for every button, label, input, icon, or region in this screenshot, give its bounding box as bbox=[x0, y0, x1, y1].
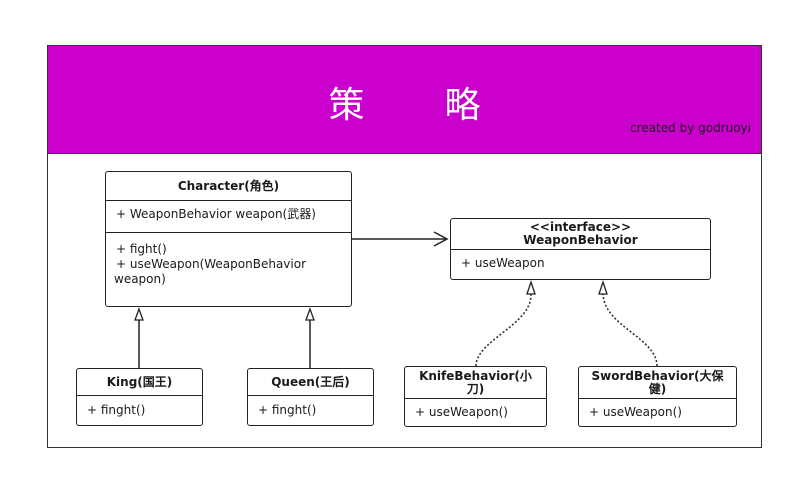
class-name-line-1: KnifeBehavior(小 bbox=[419, 368, 532, 383]
methods-section: + fight() + useWeapon(WeaponBehavior wea… bbox=[106, 232, 351, 290]
diagram-title: 策略 bbox=[48, 76, 761, 128]
method-useweapon: + useWeapon bbox=[461, 256, 545, 270]
class-king: King(国王) + finght() bbox=[76, 368, 203, 426]
method-finght: + finght() bbox=[258, 403, 317, 417]
class-sword-behavior: SwordBehavior(大保 健) + useWeapon() bbox=[578, 366, 737, 427]
methods-section: + useWeapon() bbox=[579, 399, 736, 423]
method-useweapon-cont: weapon) bbox=[114, 272, 166, 286]
method-useweapon: + useWeapon(WeaponBehavior bbox=[116, 257, 307, 271]
class-name-line-1: SwordBehavior(大保 bbox=[591, 368, 724, 383]
class-name: Queen(王后) bbox=[248, 369, 373, 396]
association-arrowhead bbox=[433, 231, 449, 247]
methods-section: + useWeapon() bbox=[405, 399, 546, 423]
sword-realization-arrowhead bbox=[598, 279, 608, 295]
title-banner: 策略 created by godruoyi bbox=[48, 46, 761, 154]
method-useweapon: + useWeapon() bbox=[589, 405, 682, 419]
class-name-line-2: 刀) bbox=[466, 381, 485, 396]
class-name: Character(角色) bbox=[106, 172, 351, 201]
king-inheritance-arrowhead bbox=[134, 307, 144, 321]
methods-section: + useWeapon bbox=[451, 250, 710, 274]
interface-weapon-behavior: <<interface>> WeaponBehavior + useWeapon bbox=[450, 218, 711, 280]
class-character: Character(角色) + WeaponBehavior weapon(武器… bbox=[105, 171, 352, 307]
class-name: SwordBehavior(大保 健) bbox=[579, 367, 736, 399]
knife-realization-line bbox=[475, 293, 532, 367]
title-char-1: 策 bbox=[328, 85, 365, 126]
class-name: WeaponBehavior bbox=[523, 233, 638, 247]
methods-section: + finght() bbox=[77, 396, 202, 421]
stereotype-label: <<interface>> bbox=[529, 220, 632, 234]
knife-realization-arrowhead bbox=[526, 279, 536, 295]
queen-inheritance-arrowhead bbox=[305, 307, 315, 321]
class-name: KnifeBehavior(小 刀) bbox=[405, 367, 546, 399]
methods-section: + finght() bbox=[248, 396, 373, 421]
class-name-line-2: 健) bbox=[648, 381, 667, 396]
author-credit: created by godruoyi bbox=[630, 121, 751, 135]
attributes-section: + WeaponBehavior weapon(武器) bbox=[106, 201, 351, 232]
sword-realization-line bbox=[602, 293, 658, 367]
class-queen: Queen(王后) + finght() bbox=[247, 368, 374, 426]
class-name: King(国王) bbox=[77, 369, 202, 396]
attribute-weapon: + WeaponBehavior weapon(武器) bbox=[116, 207, 316, 221]
interface-header: <<interface>> WeaponBehavior bbox=[451, 219, 710, 250]
method-finght: + finght() bbox=[87, 403, 146, 417]
method-useweapon: + useWeapon() bbox=[415, 405, 508, 419]
title-char-2: 略 bbox=[444, 85, 481, 126]
method-fight: + fight() bbox=[116, 242, 167, 256]
class-knife-behavior: KnifeBehavior(小 刀) + useWeapon() bbox=[404, 366, 547, 427]
